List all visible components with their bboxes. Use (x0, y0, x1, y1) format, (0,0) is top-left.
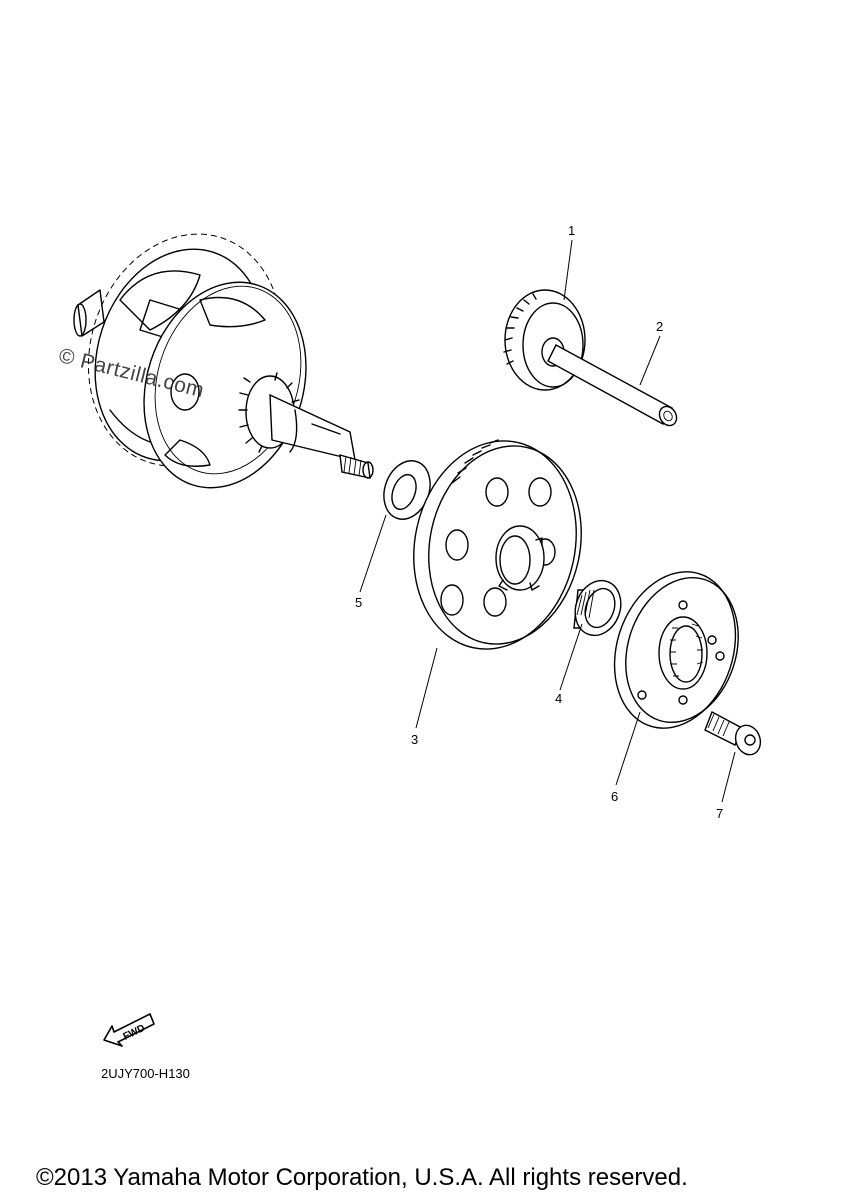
callout-2: 2 (656, 319, 663, 334)
callout-4: 4 (555, 691, 562, 706)
copyright-notice: ©2013 Yamaha Motor Corporation, U.S.A. A… (36, 1164, 688, 1191)
diagram-code: 2UJY700-H130 (101, 1066, 190, 1081)
callout-3: 3 (411, 732, 418, 747)
starter-clutch (613, 571, 739, 729)
callout-7: 7 (716, 806, 723, 821)
idler-shaft (547, 344, 678, 427)
callout-5: 5 (355, 595, 362, 610)
fwd-arrow-icon: FWD (103, 1013, 155, 1047)
callout-1: 1 (568, 223, 575, 238)
bolt (704, 711, 762, 756)
crankshaft-assembly (73, 233, 374, 489)
callout-leaders (359, 239, 736, 803)
needle-bearing (573, 579, 622, 637)
starter-wheel-gear (413, 439, 582, 650)
callout-6: 6 (611, 789, 618, 804)
